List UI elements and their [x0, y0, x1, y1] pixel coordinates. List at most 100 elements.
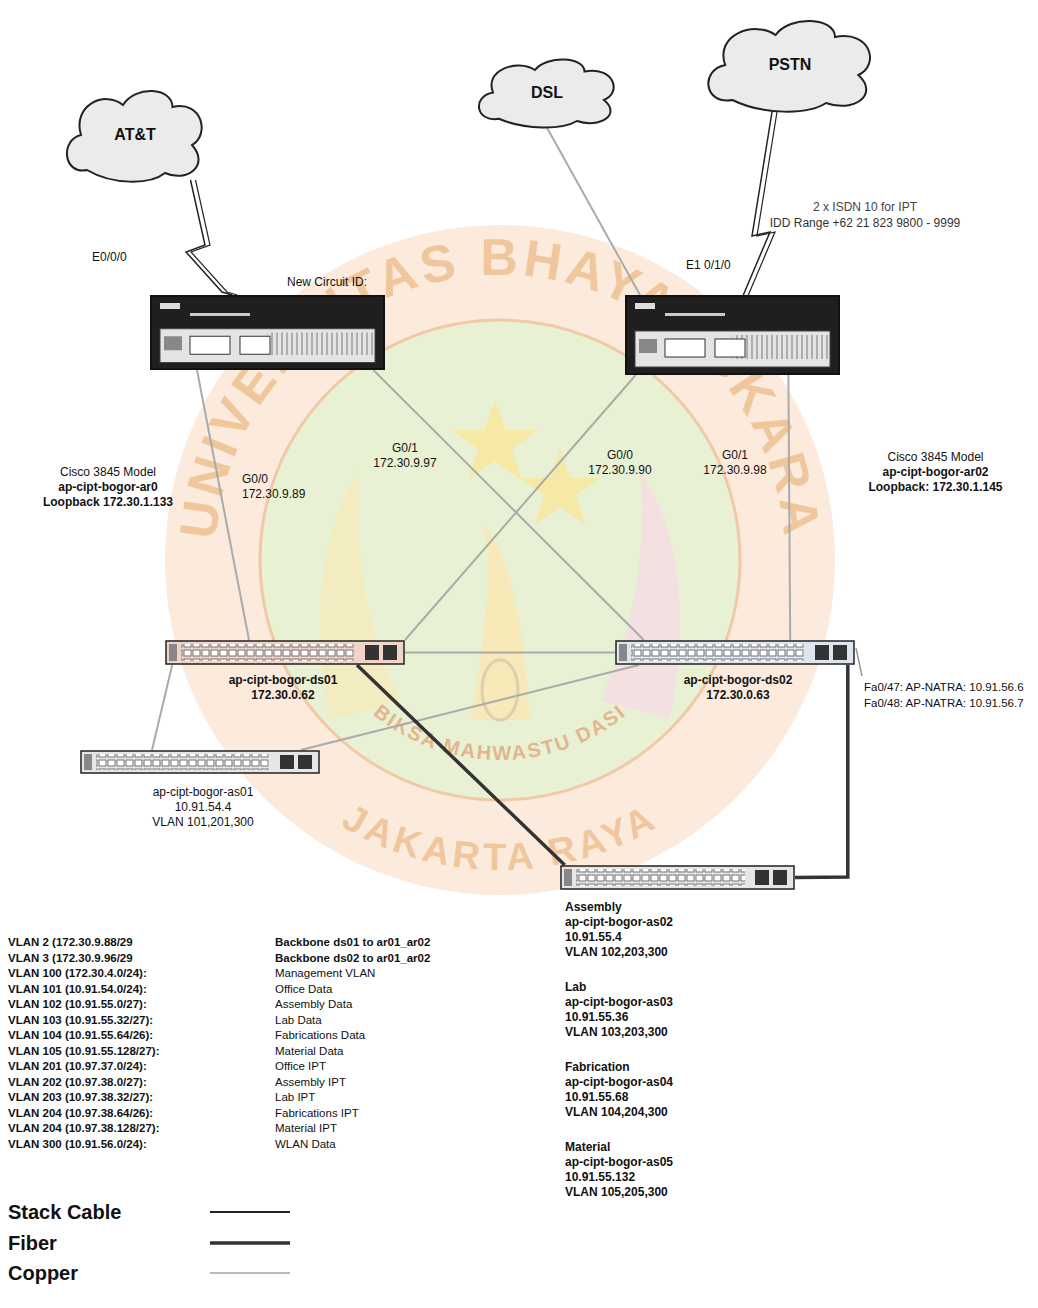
watermark-cotton [600, 470, 680, 720]
vlan-table-cell: Fabrications Data [275, 1028, 365, 1043]
device-label: ap-cipt-bogor-ds01 [180, 673, 386, 688]
device-label-block: Assemblyap-cipt-bogor-as0210.91.55.4VLAN… [565, 900, 801, 960]
leader-line [856, 648, 862, 676]
vlan-table-cell: VLAN 101 (10.91.54.0/24): [8, 982, 147, 997]
device-label: ap-cipt-bogor-as01 [100, 785, 306, 800]
wan-link [743, 112, 772, 295]
interface-label: 2 x ISDN 10 for IPT [813, 200, 917, 215]
switch-info: 10.91.55.132 [565, 1170, 635, 1185]
legend-sample [210, 1272, 290, 1274]
cloud-outline [67, 91, 202, 182]
router-body [626, 296, 839, 374]
vlan-table-cell: Fabrications IPT [275, 1106, 359, 1121]
vlan-table-cell: VLAN 2 (172.30.9.88/29 [8, 935, 133, 950]
wan-link-outline [191, 180, 237, 295]
copper-link [152, 665, 172, 750]
switch-uplink [773, 870, 787, 885]
switch-uplink [755, 870, 769, 885]
legend-label: Fiber [8, 1231, 57, 1255]
legend-sample [210, 1211, 290, 1213]
network-cloud: DSL [472, 55, 622, 130]
watermark-border [260, 320, 740, 800]
switch-info: VLAN 103,203,300 [565, 1025, 668, 1040]
device-label: Assembly [565, 900, 801, 915]
copper-link [547, 128, 640, 295]
interface-label: 172.30.9.90 [588, 463, 651, 478]
device-label: VLAN 101,201,300 [100, 815, 306, 830]
vlan-table-cell: VLAN 3 (172.30.9.96/29 [8, 951, 133, 966]
switch-body [81, 751, 319, 773]
device-label: Loopback 172.30.1.133 [20, 495, 196, 510]
interface-label: G0/1 [392, 441, 418, 456]
interface-label: New Circuit ID: [287, 275, 367, 290]
vlan-table-cell: Management VLAN [275, 966, 375, 981]
switch-device: ap-cipt-bogor-as0110.91.54.4VLAN 101,201… [80, 750, 320, 774]
interface-label: G0/0 [242, 472, 268, 487]
device-label: 172.30.0.63 [635, 688, 841, 703]
device-label: Cisco 3845 Model [20, 465, 196, 480]
vlan-table-cell: Office Data [275, 982, 332, 997]
vlan-table-cell: Assembly IPT [275, 1075, 346, 1090]
switch-info: 10.91.55.36 [565, 1010, 628, 1025]
interface-label: G0/0 [607, 448, 633, 463]
switch-ports [576, 869, 745, 886]
network-cloud: AT&T [60, 85, 210, 185]
copper-link [405, 375, 636, 640]
device-label: 10.91.54.4 [100, 800, 306, 815]
device-label: Loopback: 172.30.1.145 [835, 480, 1036, 495]
switch-console [619, 644, 627, 661]
vlan-table-cell: WLAN Data [275, 1137, 336, 1152]
switch-body [616, 641, 854, 664]
vlan-table-cell: VLAN 100 (172.30.4.0/24): [8, 966, 147, 981]
switch-info: Lab [565, 980, 586, 995]
switch-info: 10.91.55.68 [565, 1090, 628, 1105]
cloud-outline [708, 21, 870, 112]
switch-console [84, 754, 92, 770]
router-shape [625, 295, 840, 375]
router-logo [160, 303, 180, 309]
vlan-table-cell: VLAN 300 (10.91.56.0/24): [8, 1137, 147, 1152]
network-cloud: PSTN [700, 15, 880, 115]
vlan-table-cell: Lab IPT [275, 1090, 315, 1105]
legend-sample [210, 1241, 290, 1245]
device-label-block: ap-cipt-bogor-ds02172.30.0.63 [635, 673, 841, 703]
router-port [639, 339, 657, 353]
vlan-table-cell: VLAN 103 (10.91.55.32/27): [8, 1013, 153, 1028]
device-label: ap-cipt-bogor-ar02 [835, 465, 1036, 480]
router-grill [733, 335, 830, 359]
interface-label: 172.30.9.97 [373, 456, 436, 471]
switch-uplink [365, 645, 379, 660]
cloud-label: PSTN [769, 56, 812, 74]
switch-shape [615, 640, 855, 665]
fiber-link [795, 665, 848, 878]
router-body [151, 296, 384, 369]
device-label: ap-cipt-bogor-ds02 [635, 673, 841, 688]
switch-uplink [280, 755, 294, 769]
switch-info: ap-cipt-bogor-as03 [565, 995, 673, 1010]
vlan-table-cell: VLAN 204 (10.97.38.64/26): [8, 1106, 153, 1121]
interface-label: G0/1 [722, 448, 748, 463]
vlan-table-cell: VLAN 201 (10.97.37.0/24): [8, 1059, 147, 1074]
device-label: 10.91.55.4 [565, 930, 801, 945]
watermark-oval [482, 660, 518, 720]
interface-label: E0/0/0 [92, 250, 127, 265]
vlan-table-cell: Backbone ds02 to ar01_ar02 [275, 951, 430, 966]
fiber-link [357, 665, 565, 865]
router-shape [150, 295, 385, 370]
interface-label: E1 0/1/0 [686, 258, 731, 273]
router-port [240, 336, 270, 354]
switch-device: ap-cipt-bogor-ds01172.30.0.62 [165, 640, 405, 665]
vlan-table-cell: Material Data [275, 1044, 343, 1059]
vlan-table-cell: VLAN 102 (10.91.55.0/27): [8, 997, 147, 1012]
vlan-table-cell: Backbone ds01 to ar01_ar02 [275, 935, 430, 950]
vlan-table-cell: VLAN 202 (10.97.38.0/27): [8, 1075, 147, 1090]
device-label: 172.30.0.62 [180, 688, 386, 703]
switch-device: ap-cipt-bogor-ds02172.30.0.63 [615, 640, 855, 665]
router-device: Cisco 3845 Modelap-cipt-bogor-ar02Loopba… [625, 295, 840, 375]
router-trim [665, 313, 725, 316]
switch-body [166, 641, 404, 664]
switch-console [169, 644, 177, 661]
watermark-text: BIKSA MAHWASTU DASI [370, 700, 630, 764]
switch-info: VLAN 104,204,300 [565, 1105, 668, 1120]
